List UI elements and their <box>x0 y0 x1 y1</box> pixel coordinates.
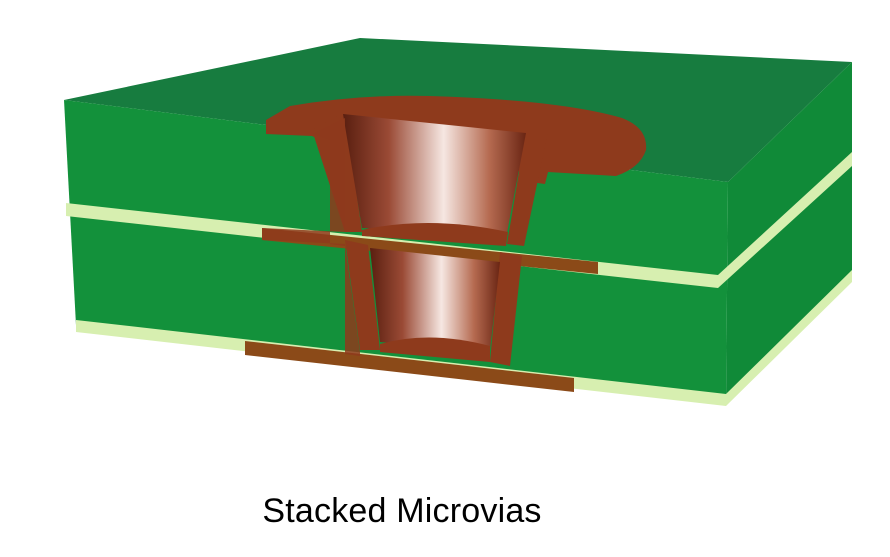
upper-via-wall-right <box>507 130 548 246</box>
diagram-caption: Stacked Microvias <box>262 492 542 530</box>
upper-via-barrel <box>343 114 526 238</box>
via-cut-left-wall <box>262 118 360 356</box>
lower-via-wall-right <box>490 252 522 366</box>
board-right-side <box>726 62 852 403</box>
lower-prepreg-stripe <box>76 270 852 406</box>
bottom-copper-pad <box>245 341 574 392</box>
lower-via-barrel <box>370 248 500 350</box>
upper-via-floor <box>362 222 508 246</box>
lower-via-wall-left <box>345 240 380 350</box>
lower-via-floor <box>380 337 490 362</box>
